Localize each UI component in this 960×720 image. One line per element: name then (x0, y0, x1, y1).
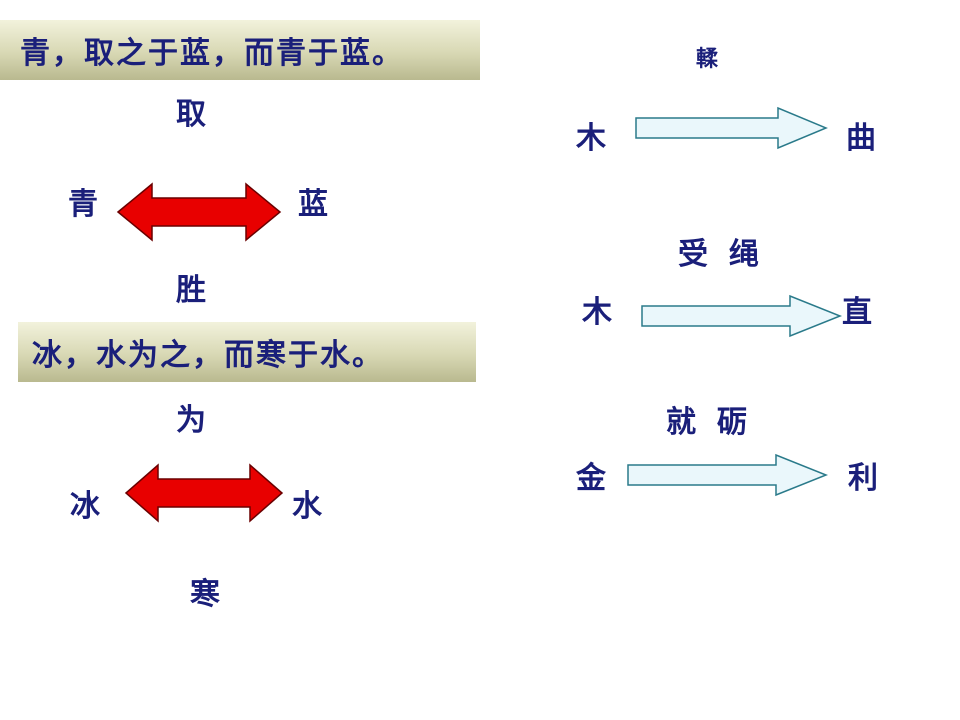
banner-quote-2-text: 冰，水为之，而寒于水。 (32, 338, 384, 373)
right3-from: 金 (576, 461, 606, 496)
single-arrow-1 (635, 106, 828, 150)
single-arrow-1-shape (635, 106, 828, 150)
banner-quote-2: 冰，水为之，而寒于水。 (18, 322, 476, 382)
single-arrow-3 (627, 453, 829, 497)
right2-to: 直 (842, 295, 872, 330)
banner-quote-1: 青，取之于蓝，而青于蓝。 (0, 20, 480, 80)
diagram2-bottom-label: 寒 (190, 577, 220, 612)
diagram2-left-label: 冰 (70, 489, 100, 524)
diagram1-left-label: 青 (68, 187, 98, 222)
banner-quote-1-text: 青，取之于蓝，而青于蓝。 (20, 36, 404, 71)
single-arrow-2-shape (641, 294, 843, 338)
single-arrow-3-shape (627, 453, 829, 497)
right3-label: 就 砺 (666, 405, 747, 440)
double-arrow-1-shape (116, 182, 282, 242)
diagram1-top-label: 取 (176, 97, 206, 132)
double-arrow-2-shape (124, 463, 284, 523)
right3-to: 利 (848, 461, 878, 496)
right1-to: 曲 (846, 121, 876, 156)
diagram2-right-label: 水 (292, 489, 322, 524)
double-arrow-1 (116, 182, 282, 242)
diagram2-top-label: 为 (176, 403, 206, 438)
right1-label: 輮 (696, 46, 719, 72)
diagram1-bottom-label: 胜 (176, 273, 206, 308)
right1-from: 木 (576, 121, 606, 156)
right2-label: 受 绳 (678, 237, 759, 272)
diagram1-right-label: 蓝 (298, 187, 328, 222)
single-arrow-2 (641, 294, 843, 338)
right2-from: 木 (582, 295, 612, 330)
double-arrow-2 (124, 463, 284, 523)
